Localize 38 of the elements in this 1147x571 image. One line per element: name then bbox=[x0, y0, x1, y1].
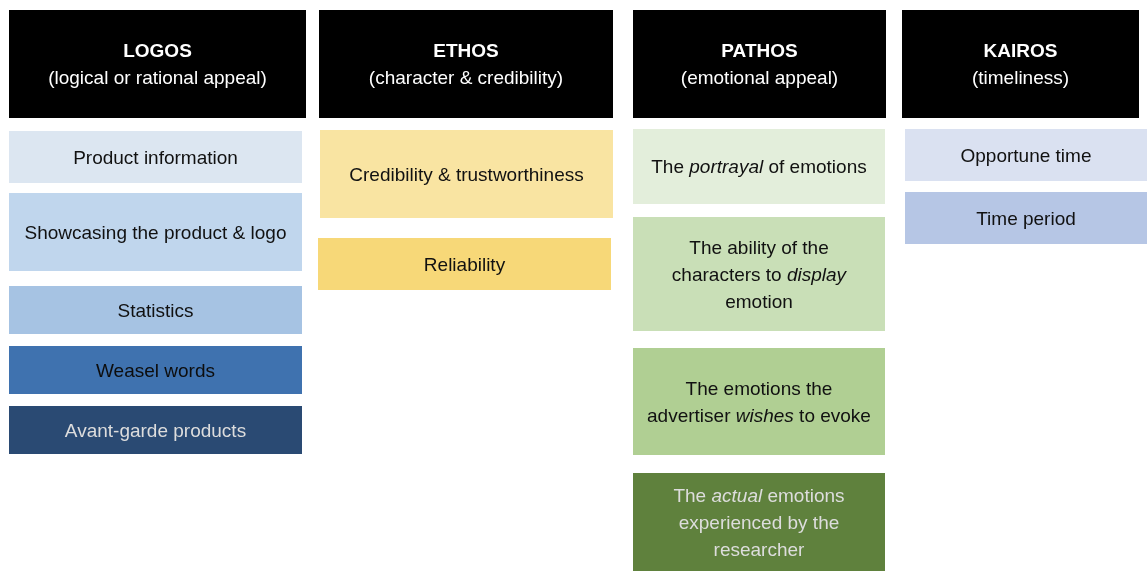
item-text: Credibility & trustworthiness bbox=[349, 162, 584, 187]
item-text: Product information bbox=[73, 145, 238, 170]
category-box bbox=[9, 131, 302, 183]
item-text: Weasel words bbox=[96, 358, 215, 383]
category-box bbox=[905, 129, 1147, 181]
header-subtitle: (timeliness) bbox=[971, 66, 1070, 90]
header-title: KAIROS bbox=[983, 39, 1058, 63]
header-box bbox=[319, 10, 613, 118]
item-text: Showcasing the product & logo bbox=[24, 220, 287, 245]
category-box bbox=[9, 406, 302, 454]
header-title: ETHOS bbox=[433, 39, 499, 63]
category-box bbox=[9, 193, 302, 271]
category-box bbox=[633, 473, 885, 571]
item-text: The actual emotions experienced by the researcher bbox=[672, 483, 846, 562]
item-text: The ability of the characters to display emotion bbox=[670, 235, 848, 314]
header-subtitle: (logical or rational appeal) bbox=[48, 66, 267, 90]
category-box bbox=[9, 346, 302, 394]
header-box bbox=[9, 10, 306, 118]
category-box bbox=[318, 238, 611, 290]
category-box bbox=[905, 192, 1147, 244]
header-box bbox=[633, 10, 886, 118]
header-box bbox=[902, 10, 1139, 118]
header-title: LOGOS bbox=[123, 39, 192, 63]
item-text: The emotions the advertiser wishes to evoke bbox=[647, 376, 871, 428]
category-box bbox=[633, 348, 885, 455]
item-text: Statistics bbox=[117, 298, 194, 323]
category-box bbox=[320, 130, 613, 218]
item-text: The portrayal of emotions bbox=[651, 155, 867, 179]
category-box bbox=[9, 286, 302, 334]
header-subtitle: (character & credibility) bbox=[368, 66, 564, 90]
item-text: Avant-garde products bbox=[64, 418, 247, 443]
item-text: Reliability bbox=[423, 252, 506, 277]
header-subtitle: (emotional appeal) bbox=[680, 66, 839, 90]
header-title: PATHOS bbox=[721, 39, 798, 63]
item-text: Time period bbox=[976, 206, 1076, 231]
category-box bbox=[633, 129, 885, 204]
category-box bbox=[633, 217, 885, 331]
item-text: Opportune time bbox=[960, 143, 1092, 168]
